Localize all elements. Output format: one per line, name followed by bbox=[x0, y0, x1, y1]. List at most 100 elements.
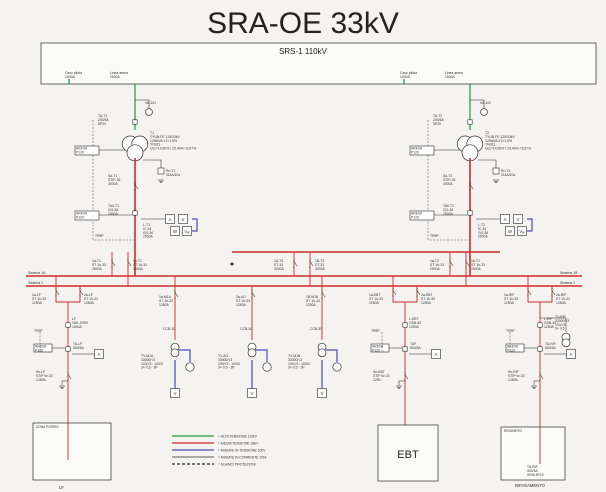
ammeter: A bbox=[504, 217, 507, 222]
vt-wiring bbox=[192, 218, 198, 232]
vt-switch bbox=[251, 292, 256, 298]
earth-switch bbox=[134, 184, 139, 190]
legend-label-2: = MEDIA TENSIONE 33kV bbox=[218, 441, 259, 445]
areva-relay-frame bbox=[409, 145, 435, 156]
vt-switch bbox=[174, 292, 179, 298]
wattmeter: W bbox=[173, 229, 177, 234]
wattmeter-frame bbox=[170, 226, 180, 236]
legend-label-5: = SGANCI PROTEZIONI bbox=[218, 462, 256, 466]
feeder-breaker bbox=[537, 322, 543, 328]
trip-label: TR9P bbox=[95, 234, 104, 238]
lf-name: LF bbox=[59, 485, 64, 490]
ct-symbol bbox=[467, 119, 473, 125]
trip-wiring bbox=[427, 225, 470, 241]
vt-secondary bbox=[326, 349, 338, 362]
vt-secondary-symbol bbox=[262, 362, 272, 372]
areva-relay-mv-frame bbox=[74, 210, 100, 221]
section-switch-b bbox=[127, 261, 132, 267]
earth-switch bbox=[469, 184, 474, 190]
legend-label-1: = ALTA TENSIONE 110kV bbox=[218, 434, 258, 438]
trip-label: TR9P bbox=[34, 329, 43, 333]
feeder-ct bbox=[65, 346, 71, 352]
earth-switch bbox=[539, 374, 544, 380]
varmeter: Vₐᵣ bbox=[519, 229, 524, 234]
voltmeter: V bbox=[182, 217, 185, 222]
vt-coil bbox=[480, 108, 488, 116]
legend-label-4: = MISURE IN CORRENTE 1/5A bbox=[218, 455, 267, 459]
ammeter-frame bbox=[94, 349, 104, 359]
voltage-transformer-winding-1 bbox=[170, 348, 180, 358]
busbar-label-1b: Sistema 1B bbox=[560, 271, 578, 275]
varmeter: Vₐᵣ bbox=[184, 229, 189, 234]
ammeter-frame bbox=[431, 349, 441, 359]
diagram-title: SRA-OE 33kV bbox=[207, 7, 399, 40]
vt-branch bbox=[470, 99, 485, 108]
busbar-switch-1 bbox=[392, 290, 397, 296]
ct-symbol bbox=[132, 119, 138, 125]
protection-interconnects bbox=[39, 332, 520, 353]
wattmeter: W bbox=[508, 229, 512, 234]
vt-secondary-symbol bbox=[332, 362, 342, 372]
ammeter: A bbox=[570, 352, 573, 357]
feeder-breaker bbox=[65, 322, 71, 328]
earth-switch bbox=[67, 374, 72, 380]
busbar-switch-1 bbox=[55, 290, 60, 296]
voltmeter: V bbox=[174, 391, 177, 396]
vt-coil bbox=[145, 108, 153, 116]
voltmeter: V bbox=[321, 391, 324, 396]
earth-lead bbox=[398, 380, 405, 385]
fuse-label: CCB-30 bbox=[163, 327, 175, 331]
vt-label: VA-101 bbox=[145, 101, 156, 105]
ammeter: A bbox=[169, 217, 172, 222]
section-switch-a bbox=[111, 261, 116, 267]
feeder-tee bbox=[392, 276, 418, 303]
busbar-switch-2 bbox=[416, 290, 421, 296]
neutral-wire bbox=[143, 159, 162, 168]
section-switch-a bbox=[449, 261, 454, 267]
circuit-breaker bbox=[132, 210, 138, 216]
busbar-label-2: Sistema 2 bbox=[28, 281, 43, 285]
rifasamento-box bbox=[500, 426, 566, 481]
voltage-transformer-winding-1 bbox=[247, 348, 257, 358]
vt-secondary bbox=[179, 349, 191, 362]
ammeter-frame bbox=[165, 214, 175, 224]
trip-wiring bbox=[92, 225, 135, 241]
varmeter-frame bbox=[182, 226, 192, 236]
